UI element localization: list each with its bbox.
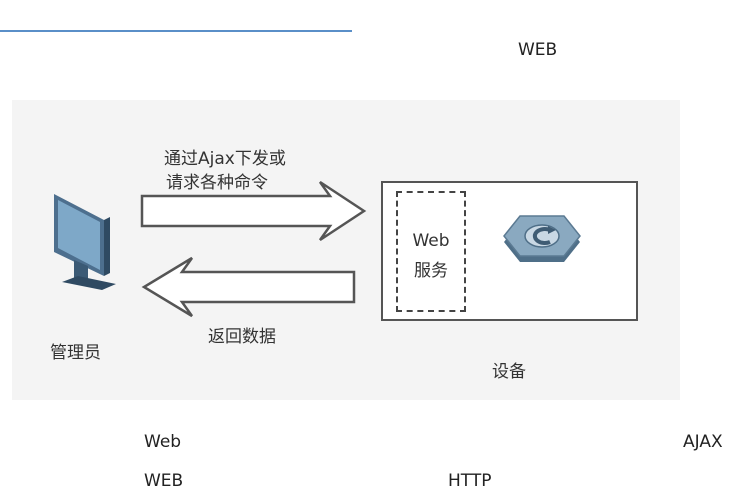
request-arrow (140, 180, 367, 242)
response-arrow (141, 256, 356, 318)
web-service-box (396, 191, 466, 312)
web-service-label-line1: Web (412, 231, 450, 251)
router-icon (503, 215, 581, 262)
computer-monitor-icon (54, 194, 116, 290)
web-service-label-line2: 服务 (414, 261, 448, 281)
body-text-web-upper: WEB (144, 471, 184, 491)
section-divider (0, 30, 352, 32)
section-heading: WEB (518, 40, 558, 60)
request-label-line1: 通过Ajax下发或 (164, 149, 286, 169)
admin-label: 管理员 (50, 343, 101, 363)
request-label-line2: 请求各种命令 (166, 173, 268, 193)
body-text-ajax: AJAX (683, 432, 723, 452)
body-text-http: HTTP (448, 471, 492, 491)
device-label: 设备 (492, 362, 526, 382)
response-label: 返回数据 (208, 327, 276, 347)
body-text-web: Web (144, 432, 182, 452)
